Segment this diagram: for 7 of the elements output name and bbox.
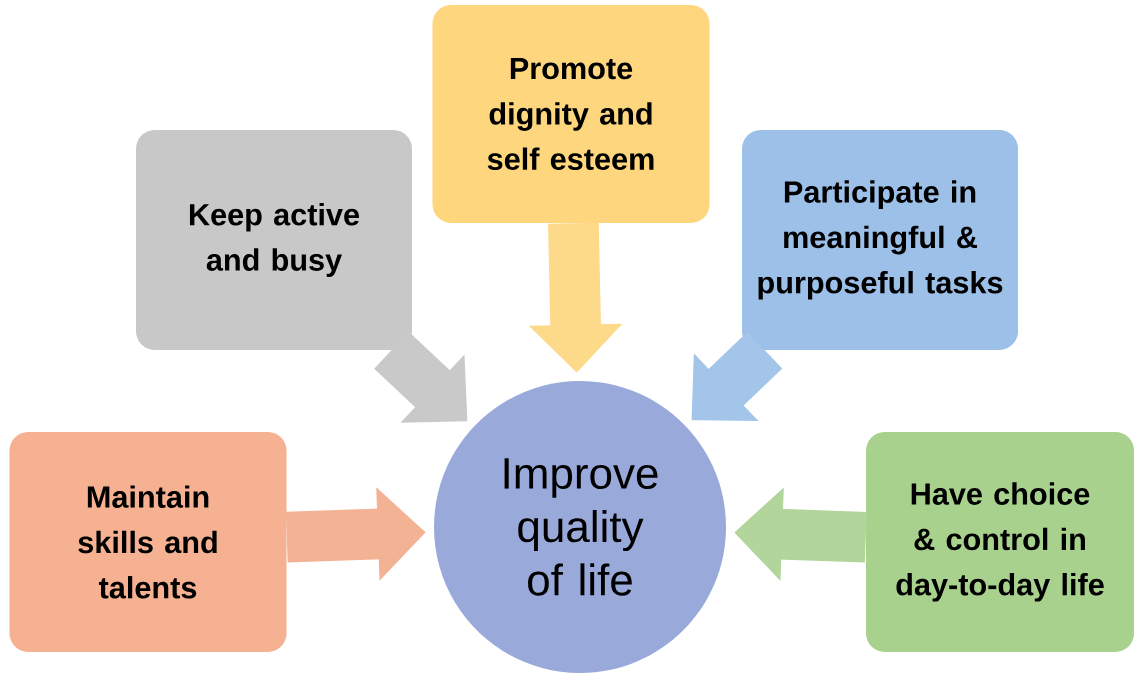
topic-box: Keep active and busy: [136, 130, 412, 350]
topic-box: Promote dignity and self esteem: [432, 5, 710, 223]
topic-box: Participate in meaningful & purposeful tasks: [742, 130, 1018, 350]
topic-box: Have choice & control in day-to-day life: [866, 432, 1134, 652]
block-arrow: [691, 331, 783, 421]
block-arrow: [374, 331, 468, 423]
topic-box: Maintain skills and talents: [9, 432, 287, 652]
